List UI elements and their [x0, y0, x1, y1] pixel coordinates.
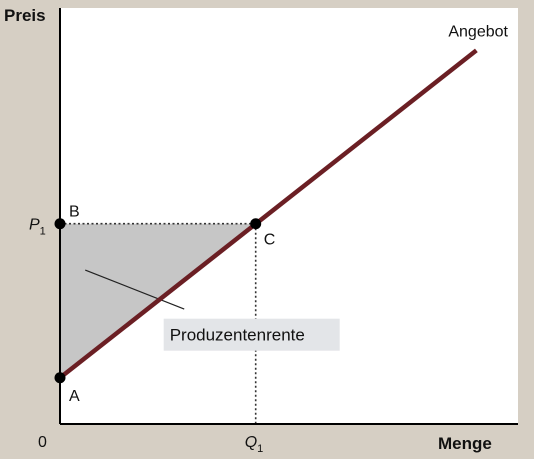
x-axis-title: Menge	[438, 434, 492, 453]
point-c	[250, 218, 262, 230]
y-tick-sub: 1	[40, 226, 46, 238]
area-label: Produzentenrente	[170, 326, 305, 345]
y-tick-p1: P1	[29, 217, 46, 238]
supply-label: Angebot	[448, 23, 508, 40]
x-tick-sub: 1	[257, 443, 263, 455]
y-axis-title: Preis	[4, 6, 46, 25]
origin-label: 0	[38, 434, 47, 451]
point-a	[54, 372, 66, 384]
supply-line	[58, 48, 478, 380]
point-b-label: B	[69, 204, 80, 221]
point-a-label: A	[69, 388, 80, 405]
area-label-box	[163, 318, 340, 351]
area-label-pointer	[85, 269, 185, 310]
y-tick-base: P	[29, 217, 40, 234]
x-tick-base: Q	[245, 434, 257, 451]
x-tick-q1: Q1	[245, 434, 264, 455]
point-b	[54, 218, 66, 230]
point-c-label: C	[264, 232, 276, 249]
